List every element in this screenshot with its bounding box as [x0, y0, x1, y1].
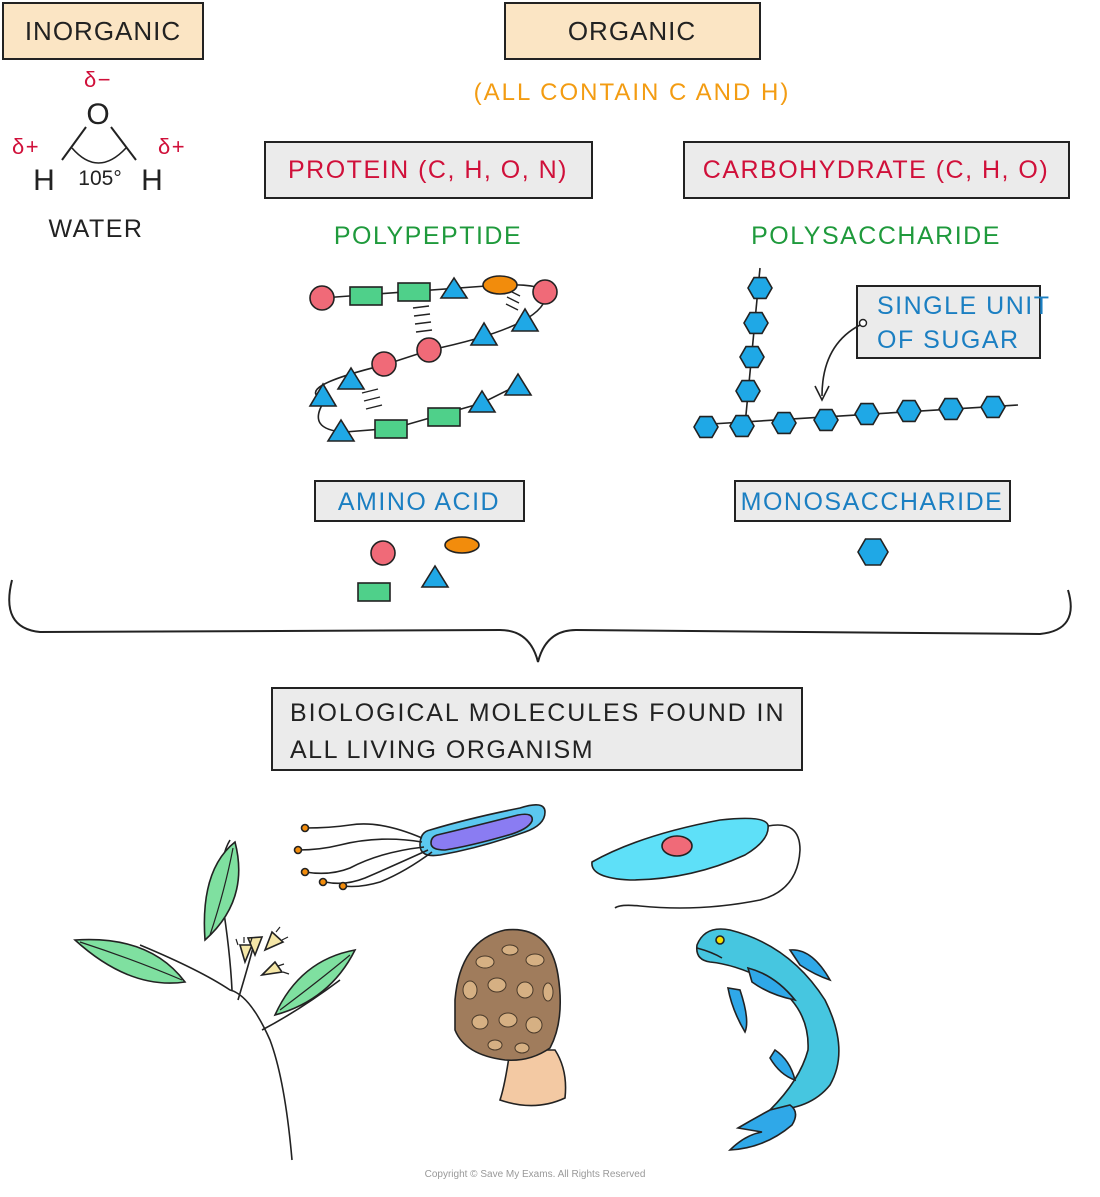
- delta-plus-left-label: δ+: [12, 134, 40, 159]
- hydrogen-bonds: [361, 289, 521, 410]
- polypeptide-chain: [308, 275, 558, 442]
- polysaccharide-label: POLYSACCHARIDE: [751, 222, 1001, 250]
- amino-acid-triangle: [510, 307, 540, 332]
- amino-acid-oval: [444, 536, 480, 554]
- monosaccharide-label: MONOSACCHARIDE: [741, 488, 1004, 516]
- copyright-footer: Copyright © Save My Exams. All Rights Re…: [425, 1169, 646, 1180]
- hydrogen-atom-left: H: [33, 164, 55, 197]
- protein-title: PROTEIN (C, H, O, N): [288, 156, 568, 184]
- amino-acid-oval: [482, 275, 518, 295]
- amino-acid-monomers: [357, 536, 480, 602]
- plant-icon: [73, 839, 357, 1161]
- bacterium-icon: [293, 804, 546, 891]
- delta-minus-label: δ−: [84, 67, 112, 92]
- grouping-brace: [8, 579, 1072, 663]
- fish-icon: [695, 928, 840, 1151]
- protist-icon: [591, 817, 801, 909]
- amino-acid-circle: [370, 540, 396, 566]
- oxygen-atom: O: [86, 98, 109, 131]
- organic-header-label: ORGANIC: [568, 16, 696, 46]
- amino-acid-box: AMINO ACID: [314, 480, 525, 522]
- callout-line-2: OF SUGAR: [877, 326, 1020, 354]
- monosaccharide-hexagon: [771, 411, 797, 435]
- monosaccharide-hexagon: [729, 414, 755, 438]
- summary-line-1: BIOLOGICAL MOLECULES FOUND IN: [290, 699, 785, 727]
- amino-acid-circle: [309, 285, 335, 311]
- callout-line-1: SINGLE UNIT: [877, 292, 1050, 320]
- hydrogen-atom-right: H: [141, 164, 163, 197]
- monosaccharide-hexagon: [693, 415, 719, 439]
- inorganic-header: INORGANIC: [2, 2, 204, 60]
- monosaccharide-box: MONOSACCHARIDE: [734, 480, 1011, 522]
- polypeptide-label: POLYPEPTIDE: [334, 222, 522, 250]
- amino-acid-label: AMINO ACID: [338, 488, 500, 516]
- monosaccharide-hexagon: [938, 397, 964, 421]
- organic-header: ORGANIC: [504, 2, 761, 60]
- amino-acid-triangle: [420, 564, 450, 588]
- monosaccharide-hexagon: [896, 399, 922, 423]
- organic-note: (ALL CONTAIN C AND H): [474, 79, 791, 106]
- protein-title-box: PROTEIN (C, H, O, N): [264, 141, 593, 199]
- water-molecule: δ− O δ+ δ+ H H 105° WATER: [12, 67, 186, 243]
- amino-acid-rect: [397, 282, 431, 302]
- amino-acid-triangle: [336, 366, 366, 390]
- amino-acid-rect: [357, 582, 391, 602]
- amino-acid-rect: [427, 407, 461, 427]
- amino-acid-triangle: [439, 276, 469, 299]
- amino-acid-triangle: [469, 321, 499, 346]
- summary-box: BIOLOGICAL MOLECULES FOUND IN ALL LIVING…: [271, 687, 803, 771]
- amino-acid-rect: [374, 419, 408, 439]
- inorganic-header-label: INORGANIC: [25, 16, 181, 46]
- monosaccharide-hexagon: [854, 402, 880, 426]
- amino-acid-rect: [349, 286, 383, 306]
- amino-acid-triangle: [467, 389, 497, 413]
- monosaccharide-hexagon: [857, 538, 889, 566]
- monosaccharide-hexagon: [739, 345, 765, 369]
- carbohydrate-title-box: CARBOHYDRATE (C, H, O): [683, 141, 1070, 199]
- monosaccharide-hexagon: [743, 311, 769, 335]
- amino-acid-circle: [371, 351, 397, 377]
- amino-acid-triangle: [503, 372, 533, 396]
- sugar-callout: SINGLE UNIT OF SUGAR: [814, 285, 1050, 402]
- summary-line-2: ALL LIVING ORGANISM: [290, 736, 594, 764]
- monosaccharide-hexagon: [747, 276, 773, 300]
- carbohydrate-title: CARBOHYDRATE (C, H, O): [703, 156, 1049, 184]
- delta-plus-right-label: δ+: [158, 134, 186, 159]
- bond-angle-arc: [71, 147, 127, 164]
- bond-angle-label: 105°: [78, 167, 121, 190]
- amino-acid-triangle: [308, 382, 338, 407]
- monosaccharide-hexagon: [980, 395, 1006, 419]
- callout-arrow: [821, 324, 861, 397]
- water-label: WATER: [49, 215, 144, 243]
- amino-acid-triangle: [326, 418, 356, 442]
- amino-acid-circle: [532, 279, 558, 305]
- amino-acid-circle: [416, 337, 442, 363]
- monosaccharide-hexagon: [735, 379, 761, 403]
- polysaccharide-chain: [693, 267, 1019, 439]
- hexagon-chain: [693, 276, 1006, 439]
- mushroom-icon: [454, 928, 567, 1107]
- monosaccharide-hexagon: [813, 408, 839, 432]
